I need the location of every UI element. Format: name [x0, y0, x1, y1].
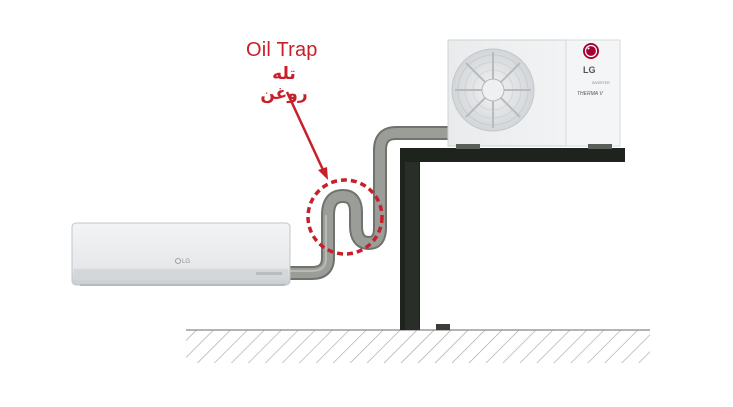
- lg-logo-icon: LG: [583, 43, 599, 75]
- oil-trap-callout: [285, 91, 384, 256]
- refrigerant-pipe: [288, 126, 450, 280]
- outdoor-brand-text: LG: [583, 65, 596, 75]
- wall-bracket: [400, 148, 625, 330]
- outdoor-small-text: INVERTER: [592, 81, 610, 85]
- fan-icon: [451, 48, 535, 132]
- arrow-head-icon: [318, 167, 328, 180]
- indoor-unit: LG: [71, 222, 291, 286]
- indoor-brand-text: LG: [182, 259, 190, 265]
- ground: [186, 329, 650, 363]
- therma-v-badge: THERMA V: [577, 91, 603, 97]
- oil-trap-label-persian: تله روغن: [260, 64, 308, 104]
- oil-trap-label: Oil Trap: [246, 39, 318, 61]
- outdoor-unit: LG INVERTER THERMA V: [447, 39, 621, 149]
